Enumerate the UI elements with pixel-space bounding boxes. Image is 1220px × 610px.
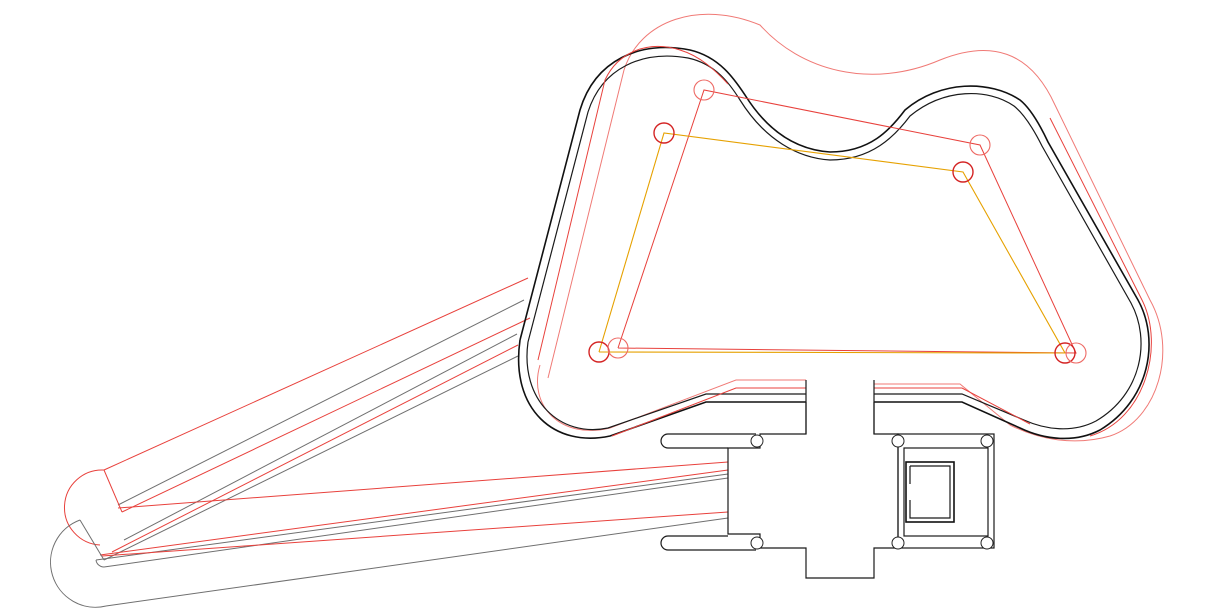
inner-offset-contour — [537, 46, 729, 361]
square-outer — [905, 461, 955, 523]
node-yellow-3 — [1054, 342, 1076, 364]
red-path-polygon — [617, 89, 1077, 354]
right-box-outer — [897, 433, 995, 549]
track-outline-inner-left — [526, 341, 806, 431]
lower-arm-gray-1 — [95, 473, 729, 561]
track-outline-outer — [519, 46, 1150, 440]
track-outline-inner — [527, 55, 1142, 430]
yellow-path-polygon — [598, 132, 1066, 354]
lower-arm-end-cap — [95, 559, 105, 568]
node-red-4 — [607, 337, 629, 359]
lower-arm-gray-3 — [105, 517, 729, 607]
pin-right-top-right — [980, 434, 994, 448]
lower-arm-gray-2 — [103, 477, 729, 568]
pin-left-bottom — [750, 536, 764, 550]
pin-right-bottom-right — [980, 536, 994, 550]
upper-arm — [64, 277, 531, 561]
base-bracket — [660, 380, 995, 579]
node-red-3 — [1065, 342, 1087, 364]
lower-arm-red-3 — [101, 511, 729, 557]
pin-right-bottom-left — [891, 536, 905, 550]
node-yellow-1 — [653, 122, 675, 144]
pin-bar-left-top — [660, 433, 756, 449]
upper-arm-red-mid — [121, 317, 531, 513]
right-box-inner — [903, 447, 989, 537]
lower-arm-red-2 — [99, 469, 729, 556]
pin-left-top — [750, 434, 764, 448]
upper-arm-gray-2 — [123, 333, 518, 541]
upper-arm-gray-3 — [103, 355, 519, 561]
path-nodes — [588, 79, 1087, 364]
node-yellow-2 — [952, 161, 974, 183]
outer-offset-left-close — [537, 364, 806, 431]
pin-bar-left-bottom — [660, 535, 756, 551]
upper-arm-end-tick — [103, 469, 123, 513]
square-inner — [909, 465, 951, 519]
outer-offset-contour — [547, 13, 1164, 442]
upper-arm-gray-1 — [117, 299, 525, 506]
inner-offset-right — [1049, 117, 1152, 437]
pin-right-top-left — [891, 434, 905, 448]
lower-arm-red-1 — [117, 461, 729, 509]
lower-arm-end-arc — [50, 519, 107, 608]
upper-arm-end-arc — [64, 469, 105, 546]
inner-offset-bottom-left — [611, 387, 806, 437]
node-red-1 — [693, 79, 715, 101]
upper-arm-red-top — [103, 277, 529, 471]
node-red-2 — [969, 134, 991, 156]
lower-arm — [50, 461, 729, 608]
upper-arm-red-low — [111, 344, 519, 553]
lower-arm-end-tick — [79, 519, 105, 561]
track-outline-outer-left — [517, 339, 806, 439]
inner-offset-bottom-right — [874, 387, 1031, 425]
